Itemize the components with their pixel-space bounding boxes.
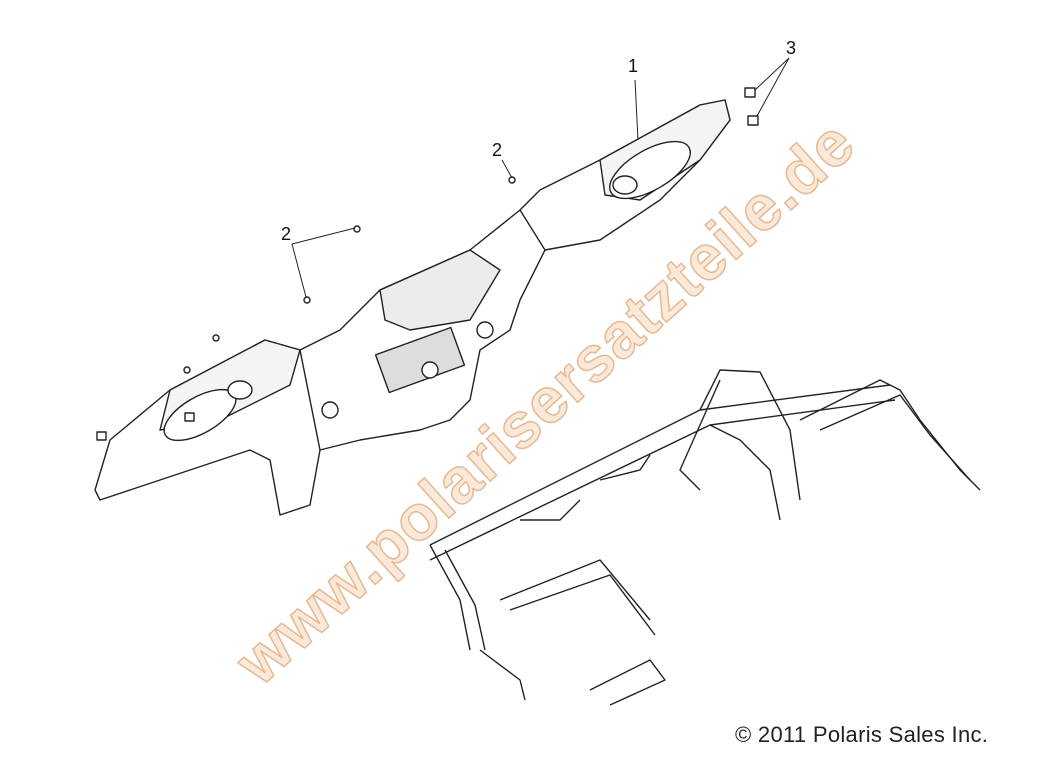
fasteners (96, 87, 759, 441)
callout-2b: 2 (281, 224, 292, 244)
callout-1: 1 (628, 56, 639, 76)
callout-2a: 2 (492, 140, 503, 160)
frame-structure (429, 369, 981, 706)
leader-lines (291, 57, 790, 298)
dash-panel (94, 99, 731, 516)
copyright-notice: © 2011 Polaris Sales Inc. (735, 722, 989, 747)
callout-3: 3 (786, 38, 797, 58)
